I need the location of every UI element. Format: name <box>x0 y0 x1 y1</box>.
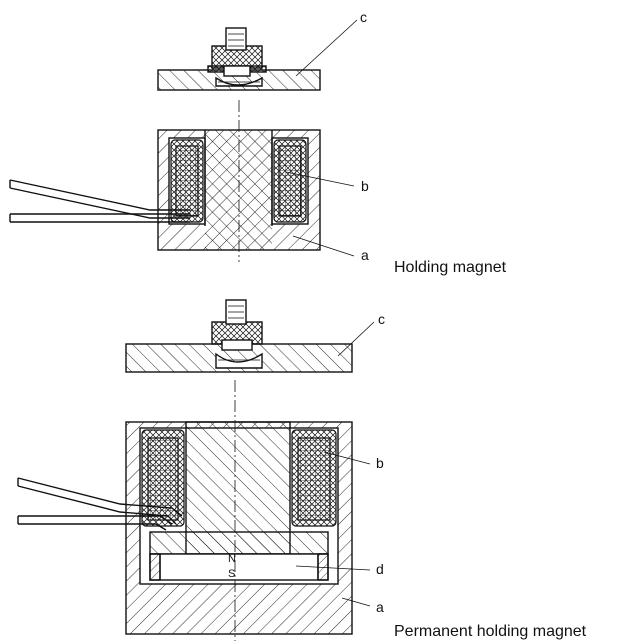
lower-label-a: a <box>376 599 384 615</box>
upper-caption: Holding magnet <box>394 259 507 276</box>
upper-leaders <box>285 19 358 257</box>
upper-armature-plate <box>157 27 321 91</box>
upper-lead-wires <box>9 179 190 223</box>
lower-assembly: N S c b d a Permanent holding magnet <box>17 299 587 641</box>
lower-label-d: d <box>376 561 384 577</box>
upper-coil <box>170 139 307 223</box>
lower-label-b: b <box>376 455 384 471</box>
upper-label-c: c <box>360 9 367 25</box>
lower-label-c: c <box>378 311 385 327</box>
upper-label-b: b <box>361 178 369 194</box>
pole-north-label: N <box>228 553 236 565</box>
lower-lead-wires <box>17 477 183 531</box>
lower-armature-plate <box>125 299 353 373</box>
upper-assembly: c b a Holding magnet <box>9 9 507 276</box>
lower-caption: Permanent holding magnet <box>394 623 587 640</box>
pole-south-label: S <box>228 568 235 580</box>
lower-leaders <box>295 321 375 607</box>
upper-label-a: a <box>361 247 369 263</box>
permanent-magnet <box>149 553 329 581</box>
